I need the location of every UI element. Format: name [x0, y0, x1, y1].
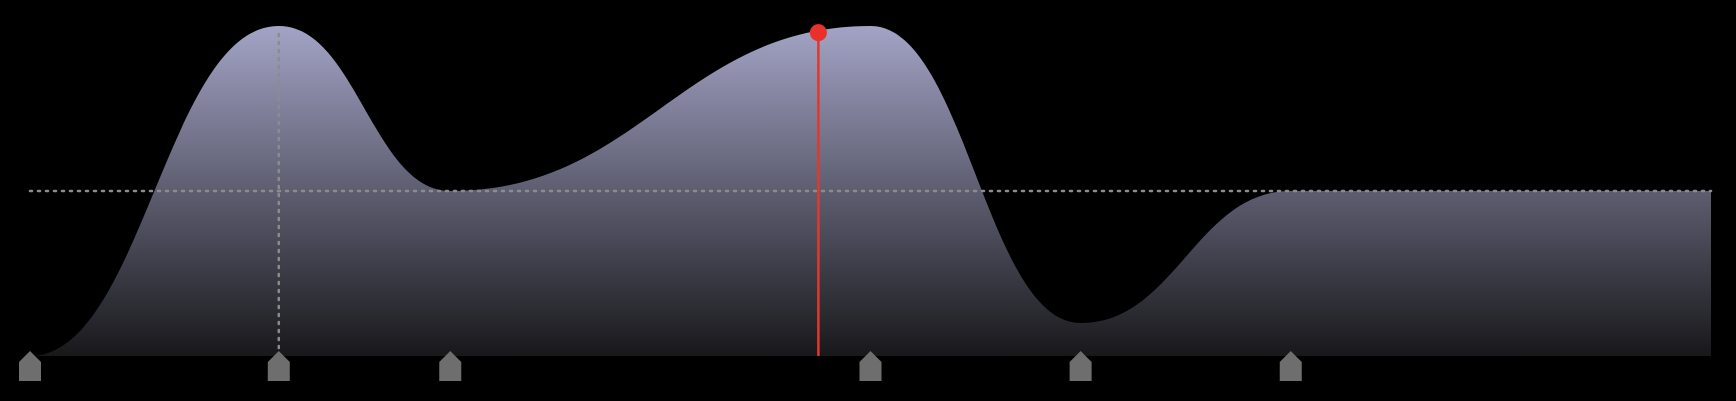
keyframe-5-marker[interactable]	[1069, 351, 1092, 381]
keyframe-1-marker[interactable]	[19, 351, 41, 381]
keyframe-4-marker[interactable]	[859, 351, 882, 381]
keyframe-markers	[19, 351, 1302, 381]
keyframe-6-marker[interactable]	[1279, 351, 1302, 381]
keyframe-3-marker[interactable]	[439, 351, 462, 381]
keyframe-2-marker[interactable]	[267, 351, 290, 381]
playhead-handle[interactable]	[809, 24, 827, 42]
